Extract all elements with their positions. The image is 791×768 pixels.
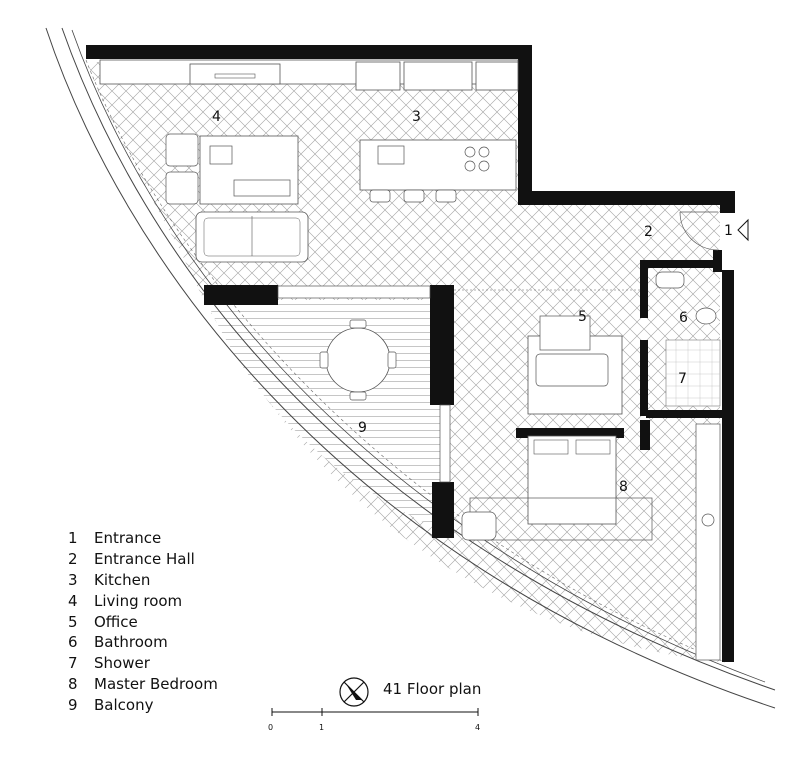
- room-number-6: 6: [679, 310, 688, 326]
- entrance-triangle-icon: [737, 218, 749, 242]
- legend-label: Living room: [94, 591, 183, 610]
- legend-label: Kitchen: [94, 570, 151, 589]
- legend-label: Shower: [94, 654, 150, 673]
- room-number-labels: 1 2 3 4 5 6 7 8 9: [212, 109, 733, 495]
- curved-facade-mid: [61, 27, 776, 691]
- room-legend: 1 Entrance 2 Entrance Hall 3 Kitchen 4 Livin…: [68, 528, 218, 716]
- walls: [86, 45, 735, 662]
- room-number-2: 2: [644, 224, 653, 240]
- legend-label: Entrance Hall: [94, 549, 195, 568]
- room-number-8: 8: [619, 479, 628, 495]
- legend-item: 9 Balcony: [68, 695, 218, 716]
- legend-label: Office: [94, 612, 138, 631]
- legend-number: 7: [68, 654, 78, 673]
- legend-label: Balcony: [94, 696, 154, 715]
- legend-label: Bathroom: [94, 633, 168, 652]
- legend-number: 6: [68, 633, 78, 652]
- legend-item: 1 Entrance: [68, 528, 218, 549]
- room-number-3: 3: [412, 109, 421, 125]
- scale-label-1: 1: [319, 723, 324, 732]
- balcony-table: [325, 327, 391, 393]
- legend-item: 5 Office: [68, 612, 218, 633]
- legend-item: 4 Living room: [68, 591, 218, 612]
- north-arrow-icon: [339, 677, 369, 707]
- curved-facade-inner: [71, 29, 766, 683]
- scale-label-0: 0: [268, 723, 273, 732]
- curved-facade-outer: [45, 27, 776, 709]
- legend-item: 2 Entrance Hall: [68, 549, 218, 570]
- legend-number: 3: [68, 570, 78, 589]
- wardrobe: [695, 423, 721, 661]
- room-number-7: 7: [678, 371, 687, 387]
- scale-bar: 0 1 4: [268, 708, 480, 732]
- legend-number: 5: [68, 612, 78, 631]
- legend-number: 1: [68, 529, 78, 547]
- legend-item: 3 Kitchen: [68, 570, 218, 591]
- legend-label: Entrance: [94, 529, 162, 547]
- plan-title: 41 Floor plan: [383, 680, 482, 698]
- room-number-9: 9: [358, 420, 367, 436]
- legend-number: 2: [68, 549, 78, 568]
- scale-label-4: 4: [475, 723, 480, 732]
- legend-number: 9: [68, 696, 78, 715]
- legend-item: 6 Bathroom: [68, 632, 218, 653]
- room-number-5: 5: [578, 309, 587, 325]
- legend-item: 8 Master Bedroom: [68, 674, 218, 695]
- legend-label: Master Bedroom: [94, 675, 218, 694]
- room-number-4: 4: [212, 109, 221, 125]
- legend-item: 7 Shower: [68, 653, 218, 674]
- legend-number: 8: [68, 675, 78, 694]
- legend-number: 4: [68, 591, 78, 610]
- room-number-1: 1: [724, 223, 733, 239]
